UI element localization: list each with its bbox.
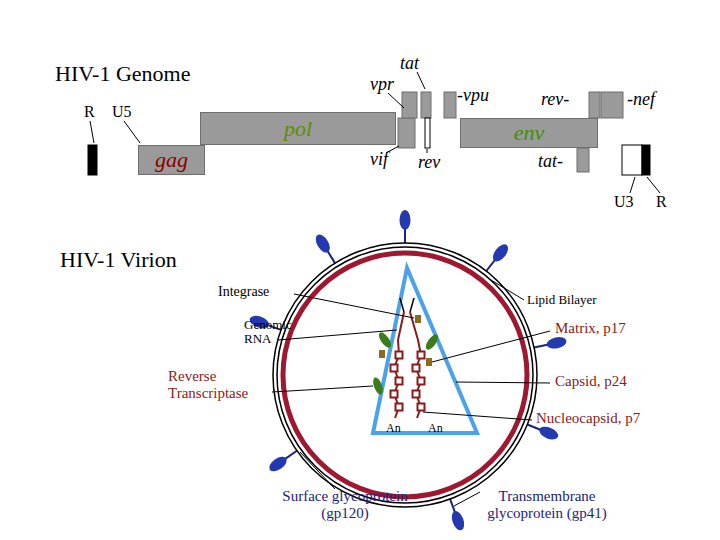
- part-label: Integrase: [218, 284, 269, 299]
- gene-label: vif: [370, 150, 388, 170]
- leader-line: [300, 452, 335, 489]
- tat-exon-box: [577, 148, 589, 172]
- integrase: [426, 358, 432, 366]
- leader-line: [388, 93, 404, 108]
- matrix-ring: [283, 253, 527, 497]
- capsid-cone: [373, 268, 477, 433]
- rna-base: [391, 365, 398, 372]
- tat-exon-box: [421, 92, 431, 118]
- part-label: Genomic RNA: [244, 318, 304, 347]
- gene-label: -nef: [627, 90, 655, 110]
- rna-base: [418, 352, 425, 359]
- gene-box: pol: [200, 112, 396, 145]
- gene-box: env: [460, 118, 598, 148]
- gene-label: tat-: [538, 152, 563, 172]
- rna-base: [413, 365, 420, 372]
- gene-label: -vpu: [457, 86, 489, 106]
- part-label: Capsid, p24: [555, 373, 627, 390]
- rna-base: [418, 404, 425, 411]
- integrase: [379, 350, 385, 358]
- part-label: Transmembrane glycoprotein (gp41): [462, 488, 632, 521]
- leader-line: [417, 72, 425, 89]
- ltr-bar: [88, 145, 97, 175]
- gene-label: U5: [112, 103, 132, 121]
- reverse-transcriptase: [424, 332, 441, 351]
- leader-line: [630, 177, 635, 193]
- gene-box: gag: [138, 145, 205, 175]
- nef-box: [601, 92, 623, 118]
- gene-label: U3: [614, 193, 634, 211]
- gene-label: tat: [400, 54, 419, 74]
- leader-line: [423, 412, 532, 420]
- part-label: HIV-1 Virion: [60, 248, 177, 272]
- gene-label: R: [656, 193, 667, 211]
- spike-head: [267, 454, 290, 474]
- vpr-box: [402, 92, 417, 118]
- envelope-spikes: [248, 210, 568, 532]
- spike-head: [546, 335, 568, 350]
- leader-line: [456, 382, 550, 383]
- gene-label: R: [84, 103, 95, 121]
- leader-line: [90, 121, 94, 143]
- rna-base: [396, 404, 403, 411]
- u3-box: [622, 145, 642, 175]
- gene-name: pol: [284, 118, 312, 140]
- spike-head: [400, 210, 411, 230]
- part-label: Reverse Transcriptase: [168, 368, 268, 401]
- part-label: Matrix, p17: [555, 320, 626, 337]
- diagram-title: HIV-1 Genome: [55, 62, 190, 86]
- leader-line: [294, 294, 414, 318]
- leader-line: [454, 492, 480, 506]
- spike-head: [313, 232, 333, 255]
- leader-line: [278, 330, 397, 340]
- gene-label: rev: [418, 153, 440, 173]
- lipid-bilayer-ring: [277, 247, 533, 503]
- rev-exon-box: [589, 92, 600, 118]
- rev-exon-box: [425, 118, 430, 148]
- gene-name: gag: [155, 149, 188, 171]
- part-label: An: [386, 422, 401, 435]
- reverse-transcriptase: [377, 330, 394, 349]
- rna-base: [396, 352, 403, 359]
- rna-base: [413, 391, 420, 398]
- rna-base: [396, 378, 403, 385]
- vpu-box: [444, 92, 456, 118]
- rna-stem: [400, 298, 414, 312]
- spike-head: [449, 509, 466, 532]
- leader-line: [432, 331, 550, 362]
- leader-line: [647, 177, 660, 193]
- leader-line: [491, 280, 524, 300]
- spike-head: [537, 424, 560, 442]
- rna-bases: [391, 352, 425, 411]
- ltr-bar: [642, 145, 650, 175]
- rna-strand: [410, 312, 421, 418]
- rna-base: [391, 391, 398, 398]
- leader-lines: [272, 280, 550, 506]
- part-label: An: [428, 422, 443, 435]
- part-label: Nucleocapsid, p7: [536, 410, 640, 427]
- reverse-transcriptase: [371, 376, 385, 396]
- spike-head: [490, 242, 511, 265]
- gene-label: vpr: [370, 75, 394, 95]
- leader-line: [124, 121, 140, 143]
- lipid-bilayer-ring: [273, 243, 537, 507]
- rna-base: [418, 378, 425, 385]
- gene-label: rev-: [541, 90, 569, 110]
- vif-box: [398, 118, 415, 148]
- gene-name: env: [514, 122, 545, 144]
- integrase: [415, 315, 421, 323]
- leader-line: [272, 386, 373, 392]
- part-label: Surface glycoprotein (gp120): [270, 488, 420, 521]
- part-label: Lipid Bilayer: [527, 293, 597, 307]
